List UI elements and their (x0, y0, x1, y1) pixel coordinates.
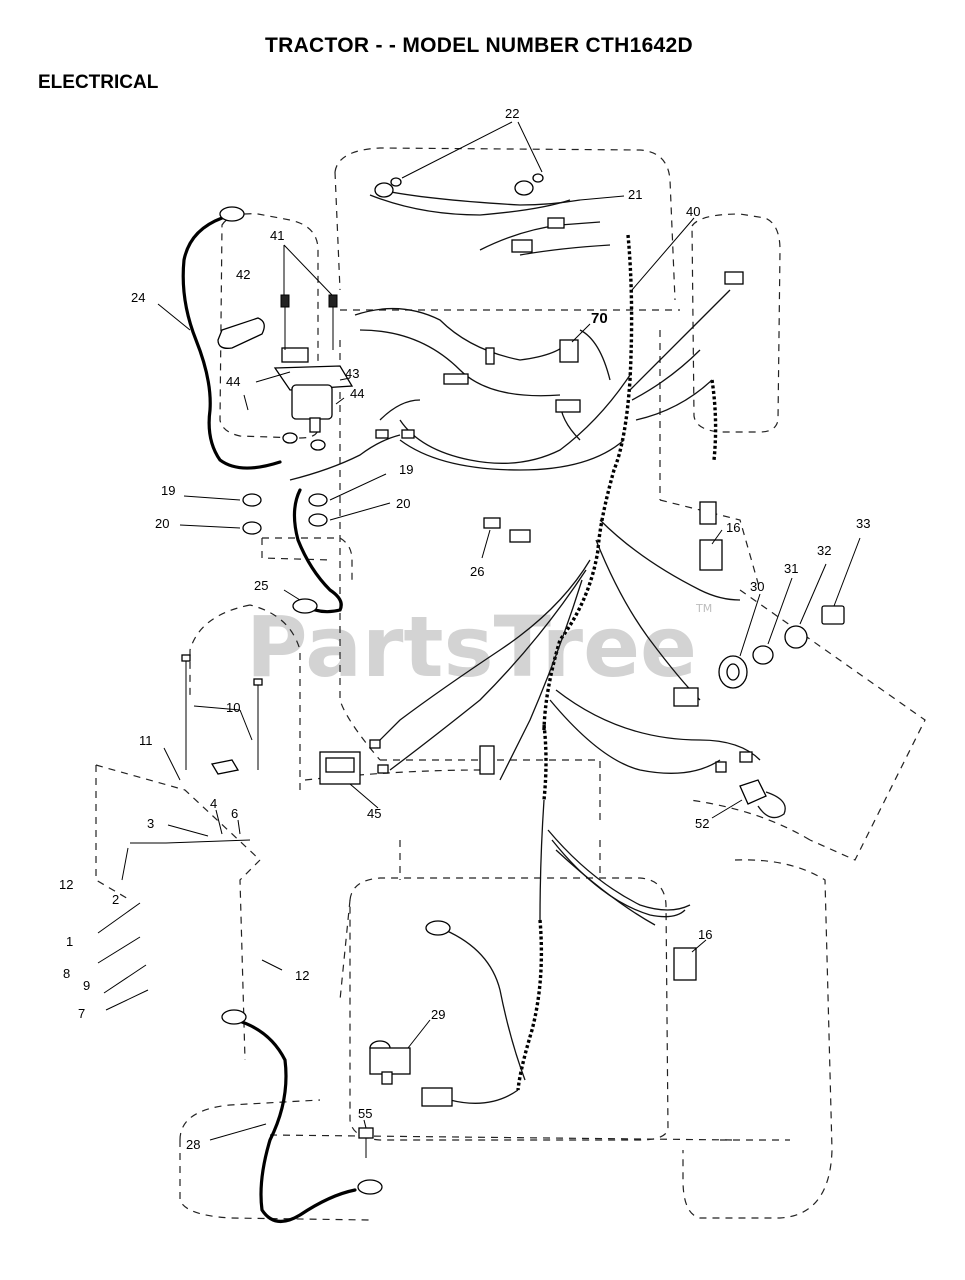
callout-21: 21 (628, 187, 642, 202)
callout-22: 22 (505, 106, 519, 121)
page-title: TRACTOR - - MODEL NUMBER CTH1642D (265, 34, 693, 57)
callout-12-right: 12 (295, 968, 309, 983)
callout-2: 2 (112, 892, 119, 907)
bezel-32 (784, 625, 808, 649)
leader-lines (121, 121, 861, 1141)
headlight-bulbs-22 (374, 173, 544, 198)
switch-29 (369, 1040, 411, 1085)
bolt-2-hardware (97, 839, 251, 1011)
callout-32: 32 (817, 543, 831, 558)
battery-cable-24 (181, 216, 282, 470)
nut-31 (752, 645, 774, 665)
ignition-switch-30 (718, 655, 748, 689)
solenoid-wire (289, 434, 401, 481)
callout-28: 28 (186, 1137, 200, 1152)
callout-16-upper: 16 (726, 520, 740, 535)
key-33 (821, 605, 845, 625)
callout-6: 6 (231, 806, 238, 821)
callout-20-right: 20 (396, 496, 410, 511)
callout-3: 3 (147, 816, 154, 831)
callout-31: 31 (784, 561, 798, 576)
headlight-wire-21 (369, 194, 571, 216)
callout-26: 26 (470, 564, 484, 579)
callout-1: 1 (66, 934, 73, 949)
callout-55: 55 (358, 1106, 372, 1121)
callout-33: 33 (856, 516, 870, 531)
callout-70: 70 (591, 310, 608, 327)
callout-44-left: 44 (226, 374, 240, 389)
module-45 (319, 751, 361, 785)
watermark-text: PartsTree (246, 598, 697, 696)
callout-25: 25 (254, 578, 268, 593)
section-title: ELECTRICAL (38, 72, 159, 93)
callout-4: 4 (210, 796, 217, 811)
callout-42: 42 (236, 267, 250, 282)
boot-42 (217, 317, 265, 349)
bolts-10 (181, 654, 263, 775)
callout-24: 24 (131, 290, 145, 305)
callout-7: 7 (78, 1006, 85, 1021)
callout-29: 29 (431, 1007, 445, 1022)
callout-43: 43 (345, 366, 359, 381)
screw-55 (358, 1127, 374, 1158)
callout-10: 10 (226, 700, 240, 715)
ground-cable-28 (234, 1018, 357, 1223)
callout-30: 30 (750, 579, 764, 594)
callout-19-left: 19 (161, 483, 175, 498)
washers-19-20 (242, 493, 328, 535)
ring-terminals (219, 206, 451, 1195)
solenoid-assembly (273, 294, 354, 451)
callout-45: 45 (367, 806, 381, 821)
callout-9: 9 (83, 978, 90, 993)
callout-16-lower: 16 (698, 927, 712, 942)
callout-8: 8 (63, 966, 70, 981)
callout-40: 40 (686, 204, 700, 219)
callout-44-right: 44 (350, 386, 364, 401)
callout-12-left: 12 (59, 877, 73, 892)
connectors (369, 217, 753, 1107)
callout-11: 11 (139, 733, 153, 748)
wiring-harness-40 (354, 221, 761, 1104)
solenoid-lead (379, 399, 421, 421)
callout-20-left: 20 (155, 516, 169, 531)
watermark-trademark: TM (695, 602, 712, 615)
callout-19-right: 19 (399, 462, 413, 477)
callout-52: 52 (695, 816, 709, 831)
callout-41: 41 (270, 228, 284, 243)
callout-numbers: 22 21 40 41 42 24 70 44 43 44 19 19 20 2… (59, 106, 870, 1152)
plug-52 (739, 779, 786, 819)
battery-cable-25 (292, 488, 343, 614)
